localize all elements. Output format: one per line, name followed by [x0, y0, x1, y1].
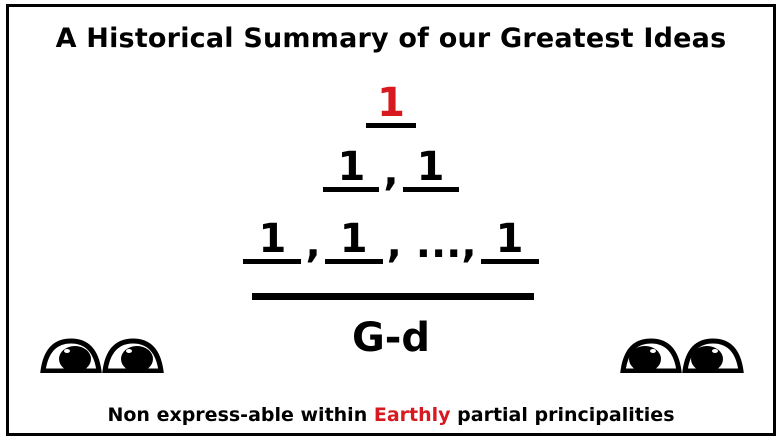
footer-text-before: Non express-able within: [107, 404, 374, 426]
numerator-one: 1: [323, 147, 380, 192]
comma-separator: ,: [305, 221, 321, 267]
right-eye-icon: [102, 338, 164, 373]
ellipsis-separator: , ...,: [386, 221, 477, 267]
right-eye-icon: [682, 338, 744, 373]
numerator-row-2: 1 , 1: [9, 147, 773, 192]
numerator-one: 1: [243, 219, 302, 264]
numerator-one-red: 1: [366, 83, 416, 128]
numerator-one: 1: [324, 219, 383, 264]
footer-caption: Non express-able within Earthly partial …: [9, 404, 773, 426]
fraction-bar: [252, 293, 534, 300]
eyes-looking-right-icon: [40, 338, 164, 373]
numerator-one: 1: [402, 147, 459, 192]
footer-text-after: partial principalities: [450, 404, 675, 426]
poster-title: A Historical Summary of our Greatest Ide…: [55, 23, 727, 54]
numerator-one: 1: [480, 219, 539, 264]
poster-frame: A Historical Summary of our Greatest Ide…: [6, 4, 776, 436]
eyes-looking-left-icon: [620, 338, 744, 373]
left-eye-icon: [620, 338, 682, 373]
denominator: G-d: [351, 315, 431, 361]
left-eye-icon: [40, 338, 102, 373]
numerator-row-1: 1: [9, 83, 773, 128]
footer-highlight: Earthly: [373, 404, 451, 426]
numerator-row-3: 1 , 1 , ..., 1: [9, 219, 773, 264]
comma-separator: ,: [383, 149, 399, 195]
